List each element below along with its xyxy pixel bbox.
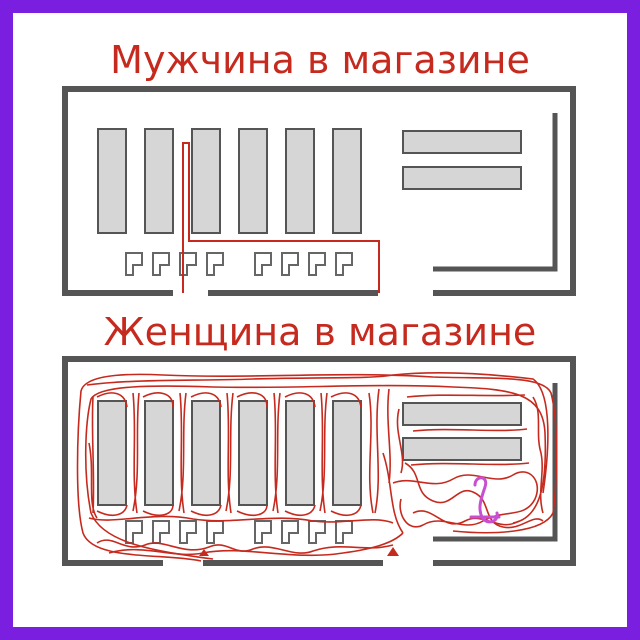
store-walls-man — [62, 86, 576, 296]
shelf-horizontal — [402, 437, 522, 461]
shelf-horizontal — [402, 402, 522, 426]
shelf — [238, 128, 268, 234]
store-diagrams — [62, 86, 576, 566]
path-man — [182, 142, 380, 293]
shelf — [332, 128, 362, 234]
shelf-horizontal — [402, 130, 522, 154]
checkouts-man — [125, 252, 353, 276]
shelf-horizontal — [402, 166, 522, 190]
shelf — [332, 400, 362, 506]
title-man-in-store: Мужчина в магазине — [110, 38, 530, 82]
cashier-icon — [469, 476, 501, 524]
shelf — [191, 400, 221, 506]
meme-frame: Мужчина в магазине Женщина в магазине — [13, 13, 627, 627]
checkouts-woman — [125, 520, 353, 544]
store-plan-man — [62, 86, 576, 296]
shelves-man — [97, 128, 522, 234]
title-woman-in-store: Женщина в магазине — [103, 310, 537, 354]
shelf — [191, 128, 221, 234]
partition-man — [433, 113, 558, 272]
shelf — [144, 128, 174, 234]
exit-marker — [387, 547, 399, 556]
shelf — [97, 128, 127, 234]
path-woman — [76, 372, 558, 562]
shelf — [238, 400, 268, 506]
shelf — [144, 400, 174, 506]
shelves-woman — [97, 400, 522, 506]
partition-woman — [433, 383, 558, 542]
store-plan-woman — [62, 356, 576, 566]
shelf — [97, 400, 127, 506]
entrance-marker — [199, 549, 209, 556]
shelf — [285, 128, 315, 234]
shelf — [285, 400, 315, 506]
store-walls-woman — [62, 356, 576, 566]
